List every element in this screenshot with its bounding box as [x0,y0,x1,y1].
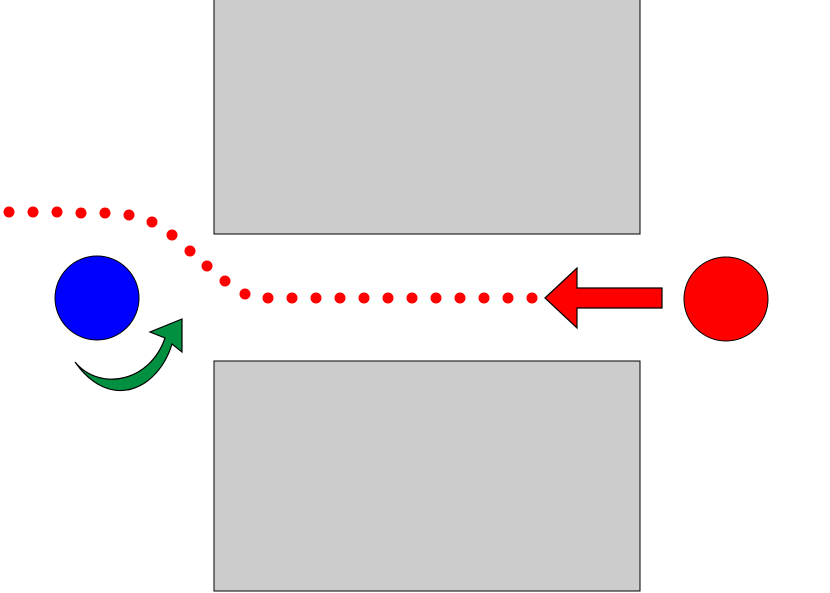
path-dot [219,275,231,287]
path-dot [184,245,196,257]
path-dot [358,292,370,304]
path-dot [3,206,15,218]
path-dot [239,288,251,300]
path-dot [75,207,87,219]
path-dot [478,292,490,304]
lower-obstacle [213,360,641,592]
path-dot [286,292,298,304]
path-dot [526,292,538,304]
path-dot [382,292,394,304]
path-dot [406,292,418,304]
path-dot [262,292,274,304]
path-dot [310,292,322,304]
dotted-trajectory [3,206,538,304]
path-dot [166,229,178,241]
path-dot [99,207,111,219]
path-dot [123,209,135,221]
upper-obstacle [213,0,641,235]
path-dot [201,260,213,272]
path-dot [334,292,346,304]
path-dot [146,216,158,228]
curved-arrow-up-right-icon [74,318,183,392]
blue-agent [54,255,140,341]
path-dot [430,292,442,304]
path-dot [51,206,63,218]
arrow-left-icon [544,266,663,330]
path-dot [454,292,466,304]
path-dot [27,206,39,218]
path-dot [502,292,514,304]
red-agent [683,256,769,342]
